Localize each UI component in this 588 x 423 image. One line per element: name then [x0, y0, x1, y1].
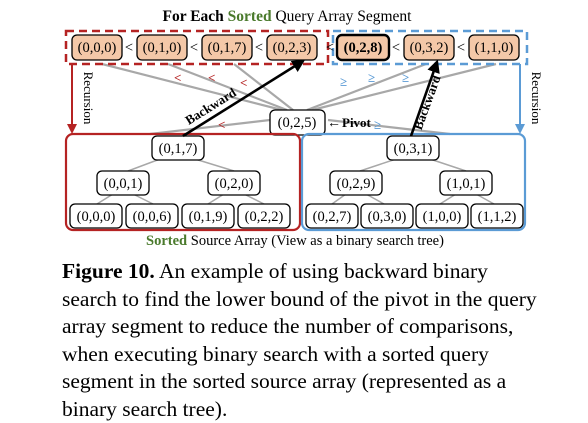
query-element-box [136, 34, 188, 61]
right-tree: (0,3,1) (0,2,9) (1,0,1) (0,2,7) (0,3,0) … [305, 135, 524, 229]
header-title: For Each Sorted Query Array Segment [163, 8, 413, 25]
tree-node: (0,1,9) [189, 209, 228, 225]
tree-node-box [151, 135, 205, 161]
tree-node-box [305, 203, 359, 229]
tree-node-box [125, 203, 179, 229]
query-element-box [201, 34, 253, 61]
query-element: (1,1,0) [475, 40, 514, 56]
query-element-lower-bound: (0,2,8) [344, 40, 383, 56]
edge-pivot-leftbox [149, 118, 271, 136]
tree-edges [96, 158, 495, 205]
edge-pivot-q7 [311, 62, 497, 112]
query-less-symbol: < [125, 40, 133, 56]
query-left-group [64, 29, 330, 66]
tree-node-box [329, 170, 383, 196]
query-less-symbol: < [392, 40, 400, 56]
header-prefix: For Each [163, 8, 228, 25]
pivot-value: (0,2,5) [278, 115, 317, 131]
symbol-geq-2: ≥ [368, 70, 375, 85]
tree-node-box [181, 203, 235, 229]
backward-arrow-right [409, 59, 440, 137]
query-element-box [335, 33, 391, 62]
header-sorted: Sorted [228, 8, 272, 25]
query-less-symbol: < [190, 40, 198, 56]
source-suffix: Source Array (View as a binary search tr… [187, 233, 444, 249]
tree-node: (1,0,1) [447, 176, 486, 192]
tree-node-box [360, 203, 414, 229]
pivot-arrow-icon: ← [327, 116, 341, 131]
symbol-geq-3: ≥ [402, 70, 409, 85]
tree-node: (0,2,0) [215, 176, 254, 192]
edge-pivot-rightbox [327, 118, 451, 136]
pivot-edges [101, 62, 497, 136]
tree-node: (1,1,2) [478, 209, 517, 225]
query-less-symbol: < [457, 40, 465, 56]
figure-caption: Figure 10. An example of using backward … [62, 258, 542, 423]
symbol-less-4: < [218, 117, 225, 132]
query-less-symbol: < [326, 40, 334, 56]
edge-pivot-q6 [306, 62, 427, 112]
symbol-geq-1: ≥ [340, 74, 347, 89]
edge-symbols: < < < < ≥ ≥ ≥ ≥ [174, 70, 409, 132]
source-array-label: Sorted Source Array (View as a binary se… [146, 233, 444, 249]
symbol-less-1: < [174, 70, 181, 85]
query-element-box [468, 34, 520, 61]
right-tree-container [300, 132, 527, 232]
tree-node-box [415, 203, 469, 229]
tree-node-box [237, 203, 291, 229]
query-element: (0,3,2) [410, 40, 449, 56]
symbol-less-3: < [240, 75, 247, 90]
tree-node: (0,3,0) [368, 209, 407, 225]
tree-node-box [96, 170, 150, 196]
query-array: (0,0,0) < (0,1,0) < (0,1,7) < (0,2,3) < … [71, 33, 520, 62]
backward-label-right: Backward [410, 72, 444, 131]
recursion-label-right: Recursion [529, 72, 544, 125]
tree-node: (0,0,1) [104, 176, 143, 192]
query-right-group [331, 29, 529, 66]
tree-node: (0,2,7) [313, 209, 352, 225]
tree-node: (1,0,0) [423, 209, 462, 225]
tree-node-box [207, 170, 261, 196]
tree-node-box [69, 203, 123, 229]
pivot-label: Pivot [342, 115, 372, 130]
query-element: (0,1,7) [208, 40, 247, 56]
caption-text: An example of using backward binary sear… [62, 259, 537, 421]
diagram: For Each Sorted Query Array Segment < < … [64, 8, 544, 249]
tree-node: (0,3,1) [394, 141, 433, 157]
tree-node: (0,2,2) [245, 209, 284, 225]
edge-pivot-q1 [101, 62, 283, 112]
query-less-symbol: < [255, 40, 263, 56]
header-suffix: Query Array Segment [272, 8, 413, 25]
backward-arrow-left [182, 59, 306, 138]
left-tree: (0,1,7) (0,0,1) (0,2,0) (0,0,0) (0,0,6) … [69, 135, 291, 229]
edge-pivot-q2 [167, 62, 288, 112]
query-element: (0,2,3) [273, 40, 312, 56]
tree-node-box [386, 135, 440, 161]
query-element: (0,1,0) [143, 40, 182, 56]
symbol-less-2: < [208, 70, 215, 85]
source-sorted: Sorted [146, 233, 187, 249]
tree-node-box [439, 170, 493, 196]
left-tree-container [64, 132, 302, 232]
query-element: (0,0,0) [78, 40, 117, 56]
figure-label: Figure 10. [62, 259, 155, 283]
tree-node-box [470, 203, 524, 229]
tree-node: (0,2,9) [337, 176, 376, 192]
symbol-geq-4: ≥ [374, 117, 381, 132]
tree-node: (0,0,6) [133, 209, 172, 225]
tree-node: (0,0,0) [77, 209, 116, 225]
recursion-label-left: Recursion [81, 72, 96, 125]
tree-node: (0,1,7) [159, 141, 198, 157]
query-element-box [71, 34, 123, 61]
